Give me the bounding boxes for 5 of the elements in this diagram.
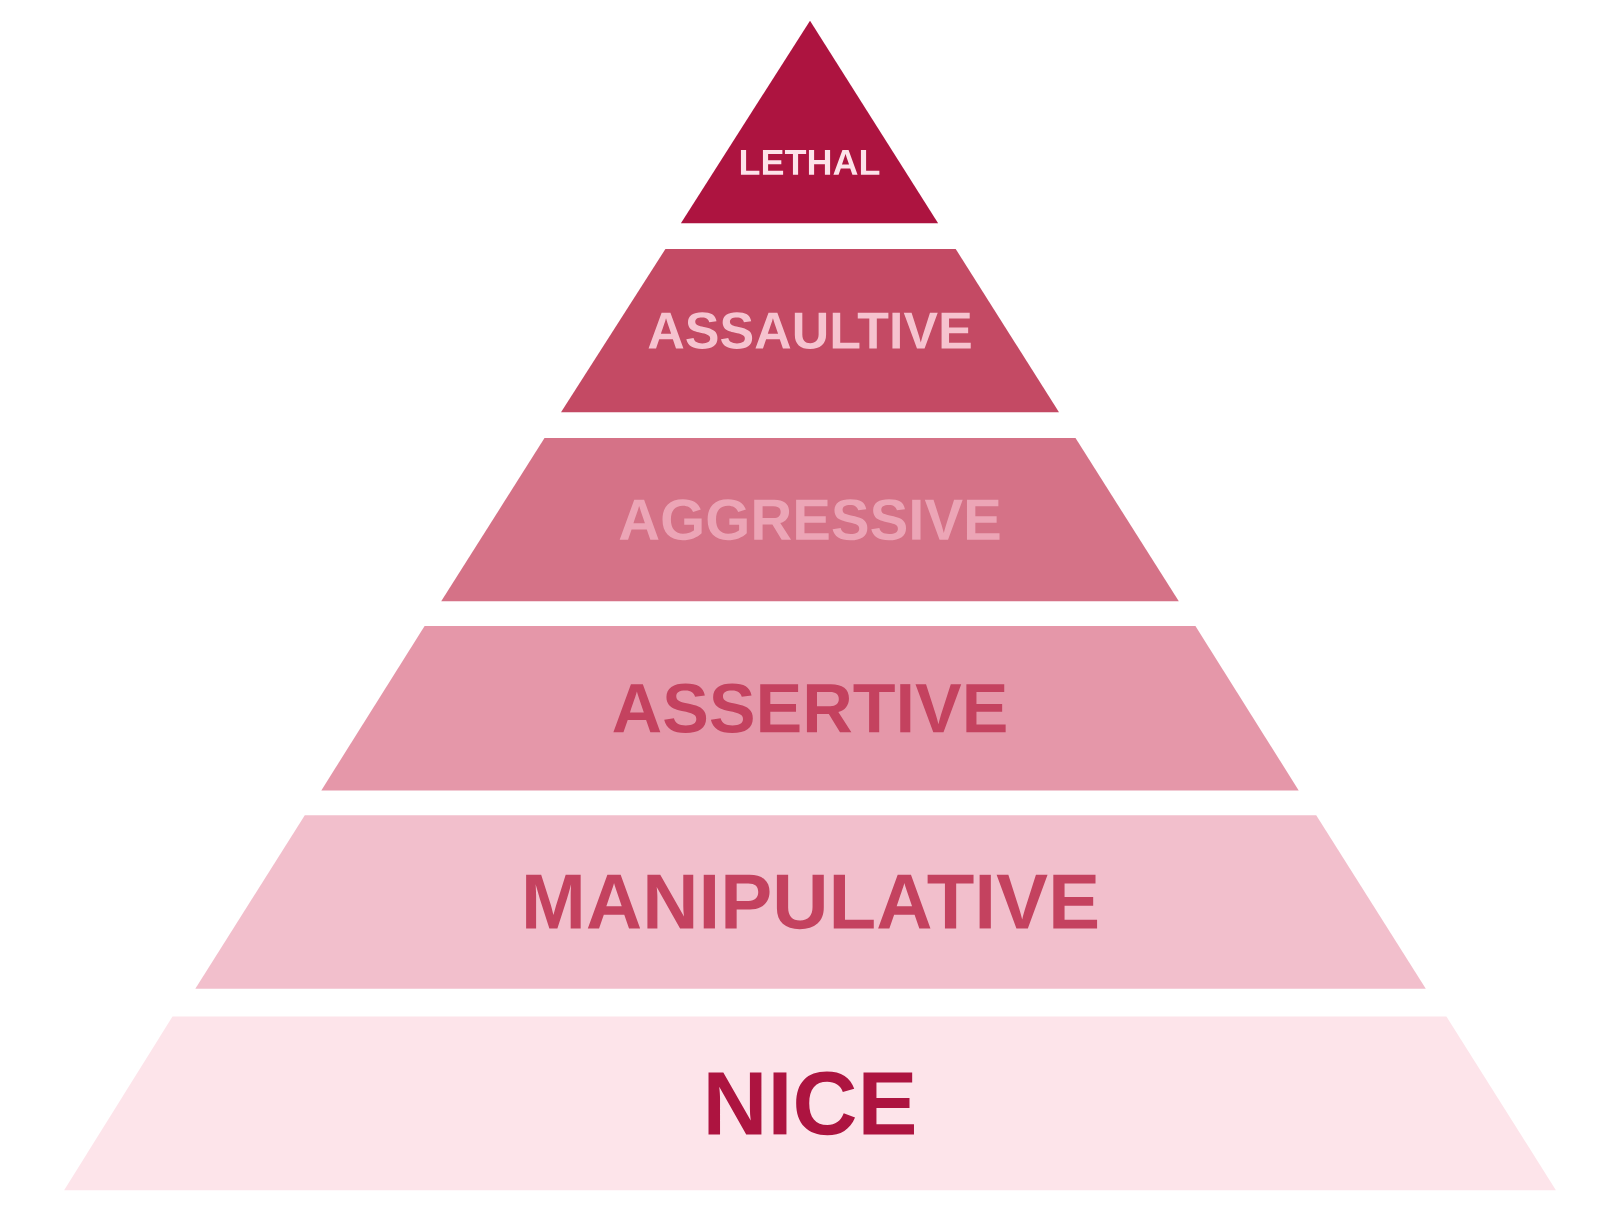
pyramid-level: ASSERTIVE <box>321 626 1299 791</box>
pyramid-level: NICE <box>64 1016 1556 1191</box>
pyramid-tip: LETHAL <box>680 20 939 224</box>
pyramid-level: ASSAULTIVE <box>561 249 1059 413</box>
pyramid-level: MANIPULATIVE <box>195 815 1426 989</box>
